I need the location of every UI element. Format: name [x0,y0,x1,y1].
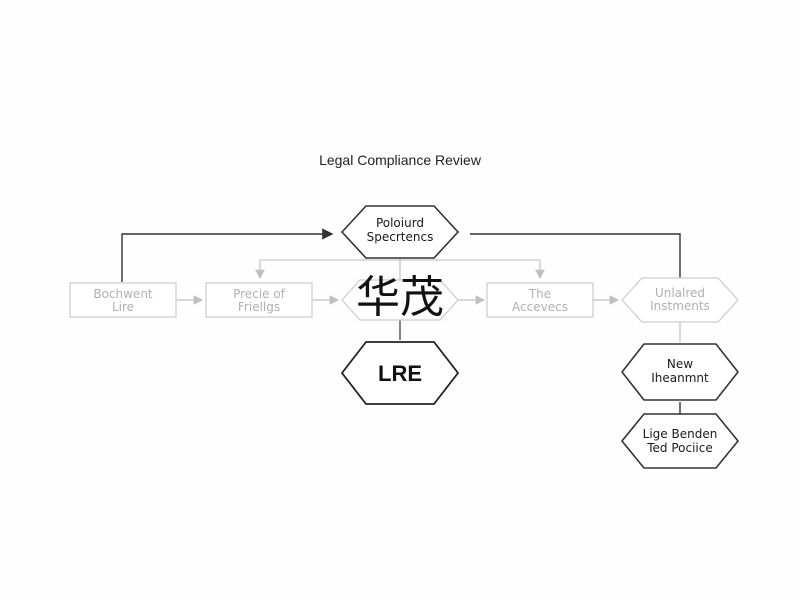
node-row-5-line-1: Unlalred [655,286,705,300]
node-row-4-line-1: The [528,287,551,301]
node-top-line-2: Specrtencs [367,230,434,244]
node-lre: LRE [340,341,460,405]
node-top-line-1: Poloiurd [376,216,424,230]
node-bottom-line-1: Lige Benden [643,427,718,441]
node-row-3 [341,279,459,321]
node-lre-label: LRE [378,361,422,386]
node-row-2-line-1: Precie of [233,287,286,301]
node-top: Poloiurd Specrtencs [340,205,460,259]
node-row-4-line-2: Accevecs [512,300,568,314]
node-row-1-line-2: Lire [112,300,134,314]
connector-top-to-right [470,233,681,282]
connector-left-to-top [121,228,334,282]
node-new: New Iheanmnt [620,343,740,401]
node-bottom: Lige Benden Ted Pociice [620,413,740,469]
node-row-4: The Accevecs [486,282,594,318]
node-row-2-line-2: Friellgs [238,300,280,314]
node-row-2: Precie of Friellgs [205,282,313,318]
node-bottom-line-2: Ted Pociice [646,441,713,455]
node-row-1-line-1: Bochwent [93,287,153,301]
diagram-title: Legal Compliance Review [319,152,481,168]
node-new-line-2: Iheanmnt [651,371,709,385]
overlay-text: 华茂 [356,272,444,323]
node-new-line-1: New [667,357,693,371]
node-row-1: Bochwent Lire [69,282,177,318]
connectors [121,228,681,414]
node-row-5: Unlalred Instments [621,277,739,323]
node-row-5-line-2: Instments [650,299,710,313]
